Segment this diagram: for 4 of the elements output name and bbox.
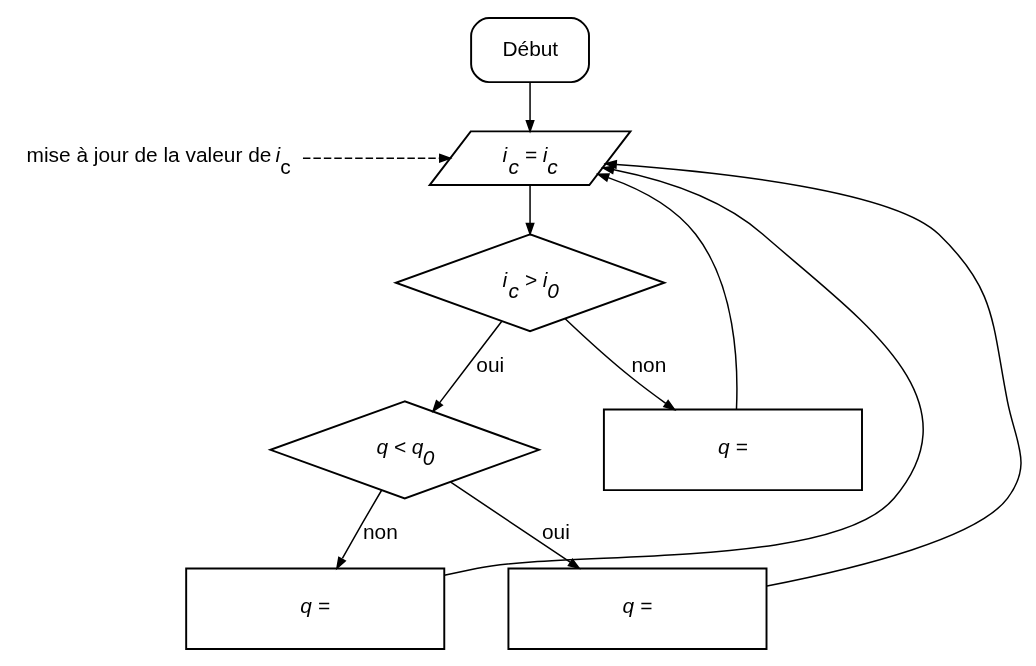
edge-label: non bbox=[631, 352, 667, 376]
edge-label: oui bbox=[476, 352, 505, 376]
edge-label: oui bbox=[541, 519, 570, 543]
edge-label: non bbox=[362, 519, 398, 543]
